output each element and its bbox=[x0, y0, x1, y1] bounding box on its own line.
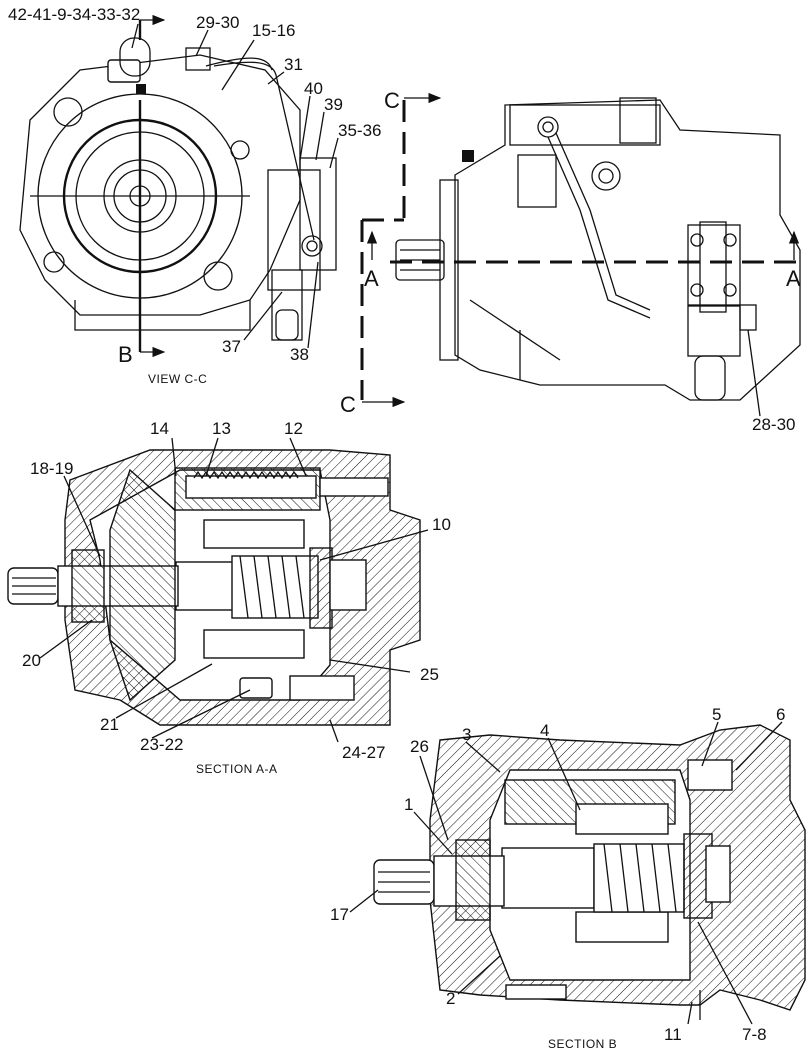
callout-20: 20 bbox=[22, 651, 41, 670]
callout-39: 39 bbox=[324, 95, 343, 114]
arrow-b-label: B bbox=[118, 342, 133, 367]
callout-2: 2 bbox=[446, 989, 455, 1008]
callout-13: 13 bbox=[212, 419, 231, 438]
marker-c-bottom: C bbox=[340, 392, 356, 417]
callout-40: 40 bbox=[304, 79, 323, 98]
section-b-caption: SECTION B bbox=[548, 1037, 617, 1051]
callout-7-8: 7-8 bbox=[742, 1025, 767, 1044]
leader-lines bbox=[39, 23, 783, 1025]
side-view bbox=[360, 92, 801, 408]
callout-18-19: 18-19 bbox=[30, 459, 73, 478]
callout-21: 21 bbox=[100, 715, 119, 734]
section-aa-caption: SECTION A-A bbox=[196, 762, 278, 776]
callout-35-36: 35-36 bbox=[338, 121, 381, 140]
callout-12: 12 bbox=[284, 419, 303, 438]
section-b bbox=[373, 724, 806, 1020]
callout-1: 1 bbox=[404, 795, 413, 814]
callout-42-41-9-34-33-32: 42-41-9-34-33-32 bbox=[8, 5, 140, 24]
callout-37: 37 bbox=[222, 337, 241, 356]
callout-28-30: 28-30 bbox=[752, 415, 795, 434]
view-cc-caption: VIEW C-C bbox=[148, 372, 207, 386]
callout-17: 17 bbox=[330, 905, 349, 924]
marker-c-top: C bbox=[384, 88, 400, 113]
callout-24-27: 24-27 bbox=[342, 743, 385, 762]
callout-10: 10 bbox=[432, 515, 451, 534]
callout-38: 38 bbox=[290, 345, 309, 364]
callout-5: 5 bbox=[712, 705, 721, 724]
callout-11: 11 bbox=[664, 1025, 682, 1044]
callout-26: 26 bbox=[410, 737, 429, 756]
callout-6: 6 bbox=[776, 705, 785, 724]
callout-29-30: 29-30 bbox=[196, 13, 239, 32]
section-aa bbox=[7, 449, 421, 726]
callout-14: 14 bbox=[150, 419, 169, 438]
callout-3: 3 bbox=[462, 725, 471, 744]
marker-a-left: A bbox=[364, 266, 379, 291]
callout-4: 4 bbox=[540, 721, 549, 740]
callout-15-16: 15-16 bbox=[252, 21, 295, 40]
view-cc bbox=[19, 14, 337, 358]
callout-25: 25 bbox=[420, 665, 439, 684]
callout-23-22: 23-22 bbox=[140, 735, 183, 754]
callout-31: 31 bbox=[284, 55, 303, 74]
marker-a-right: A bbox=[786, 266, 801, 291]
